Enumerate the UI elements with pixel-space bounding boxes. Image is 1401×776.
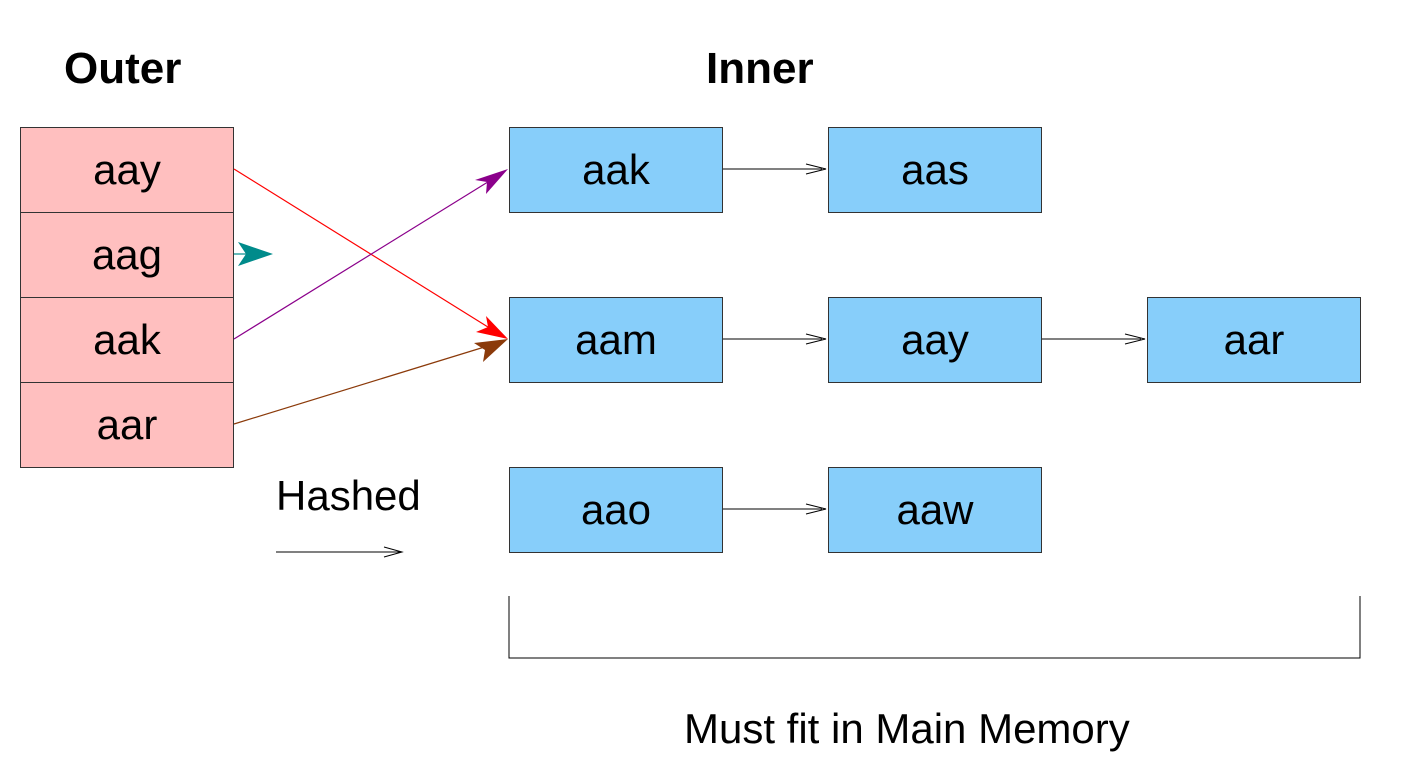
hash-arrow-aar <box>233 340 505 425</box>
bucket-1-node-aak: aak <box>509 127 723 213</box>
memory-bracket <box>508 596 1361 659</box>
chain-arrowhead-4 <box>805 503 827 515</box>
bucket-2-node-aay: aay <box>828 297 1042 383</box>
hash-arrowhead-aar <box>474 339 508 362</box>
outer-title: Outer <box>64 44 182 93</box>
hash-arrowhead-aak <box>475 169 508 194</box>
hash-arrow-aak <box>233 171 505 340</box>
bucket-2-node-aam: aam <box>509 297 723 383</box>
inner-title: Inner <box>706 44 814 93</box>
outer-tuple-aar: aar <box>20 382 234 468</box>
outer-tuple-aag: aag <box>20 212 234 298</box>
outer-tuple-aay: aay <box>20 127 234 213</box>
bucket-3-node-aao: aao <box>509 467 723 553</box>
hash-arrowhead-aag <box>238 242 273 266</box>
chain-arrowhead-1 <box>805 163 827 175</box>
legend-arrowhead <box>383 546 404 558</box>
chain-arrowhead-3 <box>1124 333 1146 345</box>
bucket-2-node-aar: aar <box>1147 297 1361 383</box>
bucket-1-node-aas: aas <box>828 127 1042 213</box>
hash-arrowhead-aay <box>476 316 508 339</box>
chain-arrowhead-2 <box>805 333 827 345</box>
memory-caption: Must fit in Main Memory <box>684 705 1130 752</box>
bucket-3-node-aaw: aaw <box>828 467 1042 553</box>
hashed-legend-label: Hashed <box>276 472 421 519</box>
hash-arrow-aay <box>233 168 505 338</box>
